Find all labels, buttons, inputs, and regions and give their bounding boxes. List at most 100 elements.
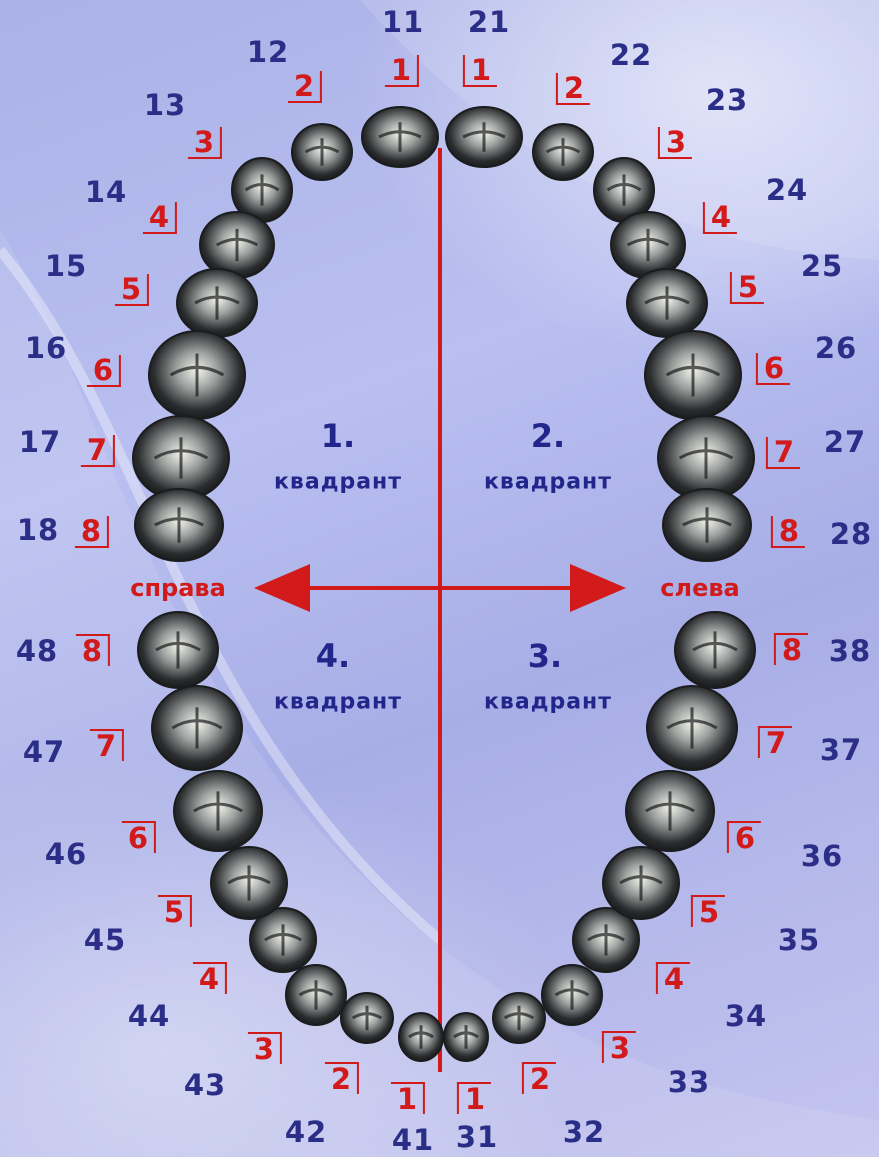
palmer-ul-3: 3 bbox=[658, 127, 692, 159]
tooth-22 bbox=[533, 124, 593, 180]
palmer-ur-1: 1 bbox=[385, 55, 419, 87]
tooth-28 bbox=[663, 489, 751, 561]
palmer-ul-4: 4 bbox=[703, 202, 737, 234]
palmer-ul-6: 6 bbox=[756, 353, 790, 385]
fdi-22: 22 bbox=[610, 38, 652, 72]
fdi-41: 41 bbox=[392, 1123, 434, 1157]
palmer-ul-5: 5 bbox=[730, 272, 764, 304]
tooth-15 bbox=[177, 269, 257, 337]
quadrant-3-number: 3. bbox=[528, 637, 562, 675]
tooth-48 bbox=[138, 612, 218, 688]
fdi-34: 34 bbox=[725, 999, 767, 1033]
quadrant-4-number: 4. bbox=[316, 637, 350, 675]
palmer-ll-8: 8 bbox=[774, 633, 808, 665]
tooth-46 bbox=[174, 771, 262, 851]
fdi-47: 47 bbox=[23, 735, 65, 769]
fdi-33: 33 bbox=[668, 1065, 710, 1099]
tooth-37 bbox=[647, 686, 737, 770]
tooth-33 bbox=[542, 965, 602, 1025]
fdi-37: 37 bbox=[820, 733, 862, 767]
fdi-46: 46 bbox=[45, 837, 87, 871]
tooth-24 bbox=[611, 212, 685, 278]
fdi-28: 28 bbox=[830, 517, 872, 551]
quadrant-3-label: квадрант bbox=[484, 690, 612, 715]
fdi-17: 17 bbox=[19, 425, 61, 459]
palmer-ll-1: 1 bbox=[457, 1082, 491, 1114]
palmer-ur-2: 2 bbox=[288, 71, 322, 103]
tooth-25 bbox=[627, 269, 707, 337]
palmer-ul-7: 7 bbox=[766, 437, 800, 469]
tooth-21 bbox=[446, 107, 522, 167]
fdi-35: 35 bbox=[778, 923, 820, 957]
palmer-ll-4: 4 bbox=[656, 962, 690, 994]
palmer-ur-5: 5 bbox=[115, 274, 149, 306]
palmer-ll-7: 7 bbox=[758, 726, 792, 758]
palmer-lr-2: 2 bbox=[325, 1062, 359, 1094]
tooth-16 bbox=[149, 331, 245, 419]
palmer-ul-8: 8 bbox=[771, 516, 805, 548]
fdi-42: 42 bbox=[285, 1115, 327, 1149]
palmer-ur-8: 8 bbox=[75, 516, 109, 548]
fdi-16: 16 bbox=[25, 331, 67, 365]
fdi-32: 32 bbox=[563, 1115, 605, 1149]
fdi-18: 18 bbox=[17, 513, 59, 547]
tooth-17 bbox=[133, 416, 229, 500]
palmer-ul-2: 2 bbox=[556, 73, 590, 105]
tooth-31 bbox=[444, 1013, 488, 1061]
palmer-ur-6: 6 bbox=[87, 355, 121, 387]
tooth-38 bbox=[675, 612, 755, 688]
palmer-lr-7: 7 bbox=[90, 729, 124, 761]
fdi-43: 43 bbox=[184, 1068, 226, 1102]
tooth-32 bbox=[493, 993, 545, 1043]
tooth-11 bbox=[362, 107, 438, 167]
tooth-47 bbox=[152, 686, 242, 770]
palmer-ul-1: 1 bbox=[463, 55, 497, 87]
fdi-31: 31 bbox=[456, 1120, 498, 1154]
palmer-lr-5: 5 bbox=[158, 895, 192, 927]
quadrant-4-label: квадрант bbox=[274, 690, 402, 715]
tooth-41 bbox=[399, 1013, 443, 1061]
palmer-ll-5: 5 bbox=[691, 895, 725, 927]
tooth-14 bbox=[200, 212, 274, 278]
quadrant-1-number: 1. bbox=[321, 417, 355, 455]
palmer-lr-6: 6 bbox=[122, 821, 156, 853]
palmer-ur-7: 7 bbox=[81, 435, 115, 467]
fdi-11: 11 bbox=[382, 5, 424, 39]
tooth-43 bbox=[286, 965, 346, 1025]
fdi-38: 38 bbox=[829, 634, 871, 668]
fdi-13: 13 bbox=[144, 88, 186, 122]
quadrant-1-label: квадрант bbox=[274, 470, 402, 495]
fdi-15: 15 bbox=[45, 249, 87, 283]
fdi-12: 12 bbox=[247, 35, 289, 69]
tooth-26 bbox=[645, 331, 741, 419]
palmer-ll-3: 3 bbox=[602, 1031, 636, 1063]
fdi-48: 48 bbox=[16, 634, 58, 668]
fdi-21: 21 bbox=[468, 5, 510, 39]
tooth-12 bbox=[292, 124, 352, 180]
tooth-18 bbox=[135, 489, 223, 561]
fdi-36: 36 bbox=[801, 839, 843, 873]
fdi-24: 24 bbox=[766, 173, 808, 207]
palmer-ur-3: 3 bbox=[188, 127, 222, 159]
fdi-23: 23 bbox=[706, 83, 748, 117]
palmer-ll-2: 2 bbox=[522, 1062, 556, 1094]
tooth-42 bbox=[341, 993, 393, 1043]
palmer-ur-4: 4 bbox=[143, 202, 177, 234]
fdi-45: 45 bbox=[84, 923, 126, 957]
tooth-36 bbox=[626, 771, 714, 851]
fdi-14: 14 bbox=[85, 175, 127, 209]
palmer-ll-6: 6 bbox=[727, 821, 761, 853]
fdi-25: 25 bbox=[801, 249, 843, 283]
tooth-35 bbox=[603, 847, 679, 919]
palmer-lr-8: 8 bbox=[76, 634, 110, 666]
fdi-44: 44 bbox=[128, 999, 170, 1033]
palmer-lr-3: 3 bbox=[248, 1032, 282, 1064]
palmer-lr-4: 4 bbox=[193, 962, 227, 994]
tooth-45 bbox=[211, 847, 287, 919]
side-right-label: справа bbox=[130, 574, 226, 602]
quadrant-2-label: квадрант bbox=[484, 470, 612, 495]
palmer-lr-1: 1 bbox=[391, 1082, 425, 1114]
side-left-label: слева bbox=[660, 574, 739, 602]
quadrant-2-number: 2. bbox=[531, 417, 565, 455]
fdi-27: 27 bbox=[824, 425, 866, 459]
